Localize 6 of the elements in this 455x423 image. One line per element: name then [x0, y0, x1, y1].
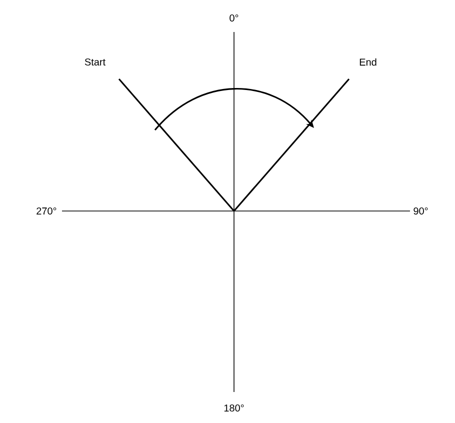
angle-label: 270° — [36, 207, 56, 215]
angle-label: 90° — [414, 207, 428, 215]
angle-label: 180° — [224, 404, 244, 412]
line-label: Start — [84, 58, 106, 66]
line-label: End — [360, 58, 376, 66]
angle-label: 0° — [230, 14, 238, 22]
